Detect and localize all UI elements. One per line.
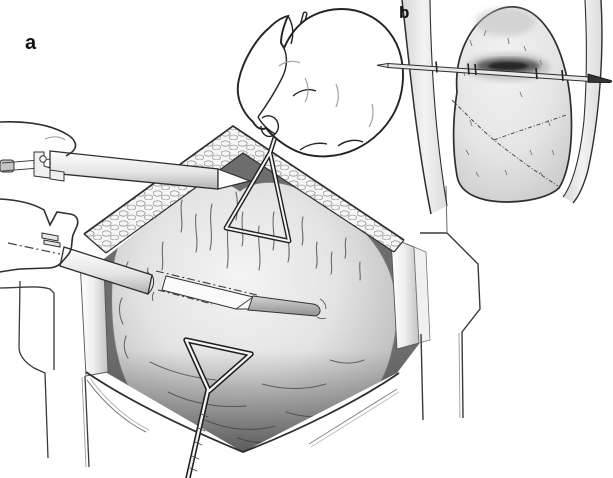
lung-fissures [451,99,567,187]
trocar-point [217,168,253,190]
hand-shading-lines [278,60,374,128]
hand-fold-lines [257,15,364,151]
lung-outline-b [452,6,573,203]
panel-a-thoracotomy-scene [0,8,481,478]
upper-trocar [0,150,253,190]
apex-shading [475,8,535,36]
needle-left-point [376,62,389,69]
retractor-handle-hatching [189,413,209,472]
panel-b-lung-diagram [376,0,613,215]
chest-wall-left [402,0,447,214]
panel-a-label: a [25,32,37,54]
right-drape-contours [420,185,481,421]
handle-hole [39,155,47,163]
incision-fat-edge [83,124,405,254]
needle-segment-ticks [435,61,564,82]
right-blade-side-face [413,246,431,344]
trocar-handle [33,151,51,179]
instrument-axis-line [7,242,61,255]
lower-retractor [183,337,254,478]
lower-surgeon-hand [0,198,79,273]
wound-lower-shadow [100,350,419,452]
tissue-puncture-marks [145,271,327,320]
holding-hand-fist [236,8,404,158]
tunneled-instrument [7,242,327,320]
lower-wound-edge [85,371,400,453]
left-drape-contours [0,280,90,468]
chest-wall-right [563,0,602,203]
needle-dark-tip [587,73,613,84]
panel-b-label: b [399,3,410,22]
gray-tip-rod [247,295,321,317]
upper-surgeon-hand [0,121,77,157]
transfixing-needle [376,61,613,84]
